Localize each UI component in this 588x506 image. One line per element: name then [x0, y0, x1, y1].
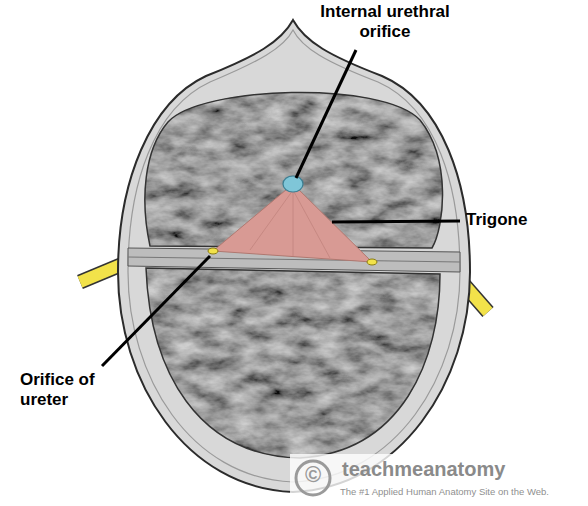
- structure-label: Trigone: [466, 210, 576, 230]
- lower-cavity: [140, 260, 450, 465]
- urethral-orifice: [283, 176, 303, 192]
- leader-line: [296, 50, 356, 178]
- watermark-subtitle: The #1 Applied Human Anatomy Site on the…: [340, 486, 584, 497]
- ureter-orifice: [367, 259, 377, 265]
- structure-label: Internal urethral orifice: [300, 2, 470, 42]
- watermark-text: teachmeanatomy: [342, 458, 582, 482]
- copyright-symbol: ©: [295, 462, 331, 488]
- leader-line: [102, 256, 210, 366]
- ureter-orifice: [208, 248, 218, 254]
- leader-line: [332, 221, 460, 222]
- structure-label: Orifice of ureter: [20, 370, 130, 410]
- wall-layer: [128, 30, 460, 482]
- copyright-ring: [296, 461, 330, 495]
- bladder-wall: [118, 20, 470, 492]
